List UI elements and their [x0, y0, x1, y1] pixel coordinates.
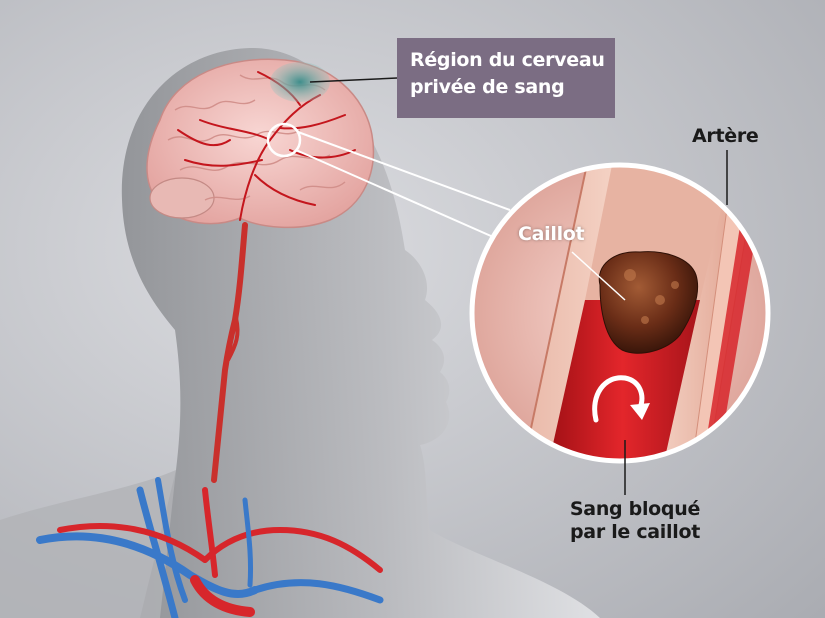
blocked-blood-label: Sang bloqué par le caillot — [545, 498, 725, 544]
blocked-label-line2: par le caillot — [545, 521, 725, 544]
artery-label: Artère — [692, 125, 759, 148]
blocked-label-line1: Sang bloqué — [545, 498, 725, 521]
region-label-line2: privée de sang — [410, 74, 615, 101]
region-label-line1: Région du cerveau — [410, 47, 615, 74]
cerebellum — [150, 178, 214, 218]
region-label-box: Région du cerveau privée de sang — [397, 38, 615, 118]
clot-label: Caillot — [518, 223, 584, 246]
